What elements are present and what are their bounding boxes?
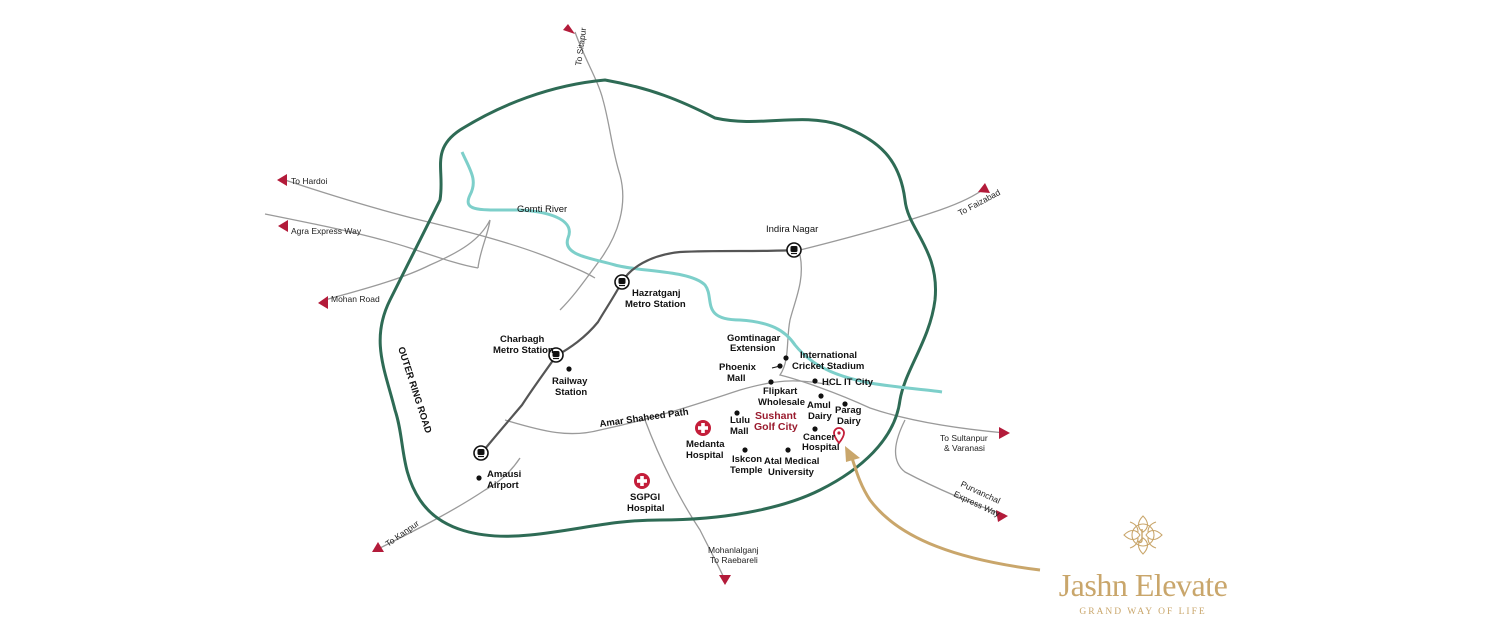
- label-sgpgi-2: Hospital: [627, 503, 664, 514]
- road-west-link: [477, 219, 491, 269]
- metro-line: [479, 248, 796, 456]
- arrow-purvanchal-icon: [996, 510, 1008, 522]
- dot-railway-station: [566, 366, 572, 372]
- arrow-sitapur-icon: [563, 24, 575, 34]
- label-sgpgi-1: SGPGI: [630, 492, 660, 503]
- metro-icon-hazratganj: [614, 274, 630, 290]
- phoenix-leader: [771, 365, 781, 369]
- dot-amausi-airport: [476, 475, 482, 481]
- label-amul-2: Dairy: [808, 411, 832, 422]
- brand-name: Jashn Elevate: [1058, 567, 1228, 603]
- dot-stadium: [783, 355, 789, 361]
- label-stadium-1: International: [800, 350, 857, 361]
- dir-mohan: Mohan Road: [331, 294, 380, 304]
- direction-arrows: [277, 24, 1010, 585]
- label-sushant-1: Sushant: [755, 410, 797, 422]
- label-atal-2: University: [768, 467, 815, 478]
- label-flipkart-1: Flipkart: [763, 386, 798, 397]
- dir-kanpur: To Kanpur: [383, 518, 421, 549]
- hospital-icon-medanta: [695, 420, 711, 436]
- road-label-amar-shaheed: Amar Shaheed Path: [599, 407, 690, 430]
- dir-sultanpur-2: & Varanasi: [944, 443, 985, 453]
- arrow-mohan-icon: [318, 296, 328, 309]
- road-faizabad: [799, 187, 986, 251]
- dot-iskcon: [742, 447, 748, 453]
- gold-arrow-head-icon: [845, 446, 860, 462]
- river-label: Gomti River: [517, 204, 567, 215]
- dir-mohanlalganj-2: To Raebareli: [710, 555, 758, 565]
- hospital-icon-sgpgi: [634, 473, 650, 489]
- dot-flipkart: [768, 379, 774, 385]
- gold-pointer-arrow: [850, 457, 1041, 572]
- label-iskcon-1: Iskcon: [732, 454, 762, 465]
- label-gomtinagar-2: Extension: [730, 343, 776, 354]
- dot-lulu: [734, 410, 740, 416]
- arrow-hardoi-icon: [277, 174, 287, 186]
- ring-road-label: OUTER RING ROAD: [395, 346, 433, 435]
- road-gomtinagar: [778, 254, 1006, 434]
- road-agra: [264, 213, 479, 269]
- label-charbagh-2: Metro Station: [493, 345, 554, 356]
- label-sushant-2: Golf City: [754, 421, 798, 433]
- roads: [264, 31, 1006, 581]
- label-indira-nagar: Indira Nagar: [766, 224, 818, 235]
- label-cancer-1: Cancer: [803, 432, 836, 443]
- label-amausi-2: Airport: [487, 480, 520, 491]
- arrow-faizabad-icon: [978, 183, 990, 193]
- metro-icon-amausi: [473, 445, 489, 461]
- label-iskcon-2: Temple: [730, 465, 763, 476]
- road-purvanchal: [894, 419, 1006, 516]
- arrow-raebareli-icon: [719, 575, 731, 585]
- label-railway-1: Railway: [552, 376, 588, 387]
- label-hcl: HCL IT City: [822, 377, 874, 388]
- metro-station-icons: [473, 242, 802, 461]
- dot-hcl: [812, 378, 818, 384]
- arrow-kanpur-icon: [372, 542, 384, 552]
- label-lulu-2: Mall: [730, 426, 748, 437]
- dir-sultanpur-1: To Sultanpur: [940, 433, 988, 443]
- label-parag-1: Parag: [835, 405, 862, 416]
- label-hazratganj-1: Hazratganj: [632, 288, 681, 299]
- dot-amul: [818, 393, 824, 399]
- label-amul-1: Amul: [807, 400, 831, 411]
- road-sitapur: [559, 31, 624, 311]
- label-medanta-1: Medanta: [686, 439, 725, 450]
- outer-ring-road: [378, 78, 937, 538]
- dot-atal: [785, 447, 791, 453]
- dir-hardoi: To Hardoi: [291, 176, 327, 186]
- label-lulu-1: Lulu: [730, 415, 750, 426]
- arrow-sultanpur-icon: [999, 427, 1010, 439]
- label-stadium-2: Cricket Stadium: [792, 361, 864, 372]
- brand-block: Jashn Elevate GRAND WAY OF LIFE: [1038, 510, 1248, 617]
- road-amar-shaheed: [504, 380, 831, 435]
- label-phoenix-1: Phoenix: [719, 362, 757, 373]
- label-hazratganj-2: Metro Station: [625, 299, 686, 310]
- gomti-river: [460, 151, 943, 394]
- label-phoenix-2: Mall: [727, 373, 745, 384]
- project-location-pin-icon: [833, 427, 845, 445]
- metro-icon-charbagh: [548, 347, 564, 363]
- dot-parag: [842, 401, 848, 407]
- label-flipkart-2: Wholesale: [758, 397, 805, 408]
- road-kanpur: [379, 457, 521, 549]
- label-medanta-2: Hospital: [686, 450, 723, 461]
- brand-logo-icon: [1123, 515, 1163, 555]
- label-railway-2: Station: [555, 387, 587, 398]
- label-atal-1: Atal Medical: [764, 456, 819, 467]
- road-hardoi: [284, 179, 596, 279]
- arrow-agra-icon: [278, 220, 288, 232]
- dot-cancer: [812, 426, 818, 432]
- road-raebareli: [644, 419, 726, 581]
- label-amausi-1: Amausi: [487, 469, 521, 480]
- label-parag-2: Dairy: [837, 416, 861, 427]
- road-mohan: [324, 219, 491, 301]
- label-cancer-2: Hospital: [802, 442, 839, 453]
- label-charbagh-1: Charbagh: [500, 334, 545, 345]
- metro-icon-indira-nagar: [786, 242, 802, 258]
- label-gomtinagar-1: Gomtinagar: [727, 333, 781, 344]
- dir-agra: Agra Express Way: [291, 226, 362, 236]
- dir-mohanlalganj-1: Mohanlalganj: [708, 545, 759, 555]
- brand-tagline: GRAND WAY OF LIFE: [1079, 607, 1207, 617]
